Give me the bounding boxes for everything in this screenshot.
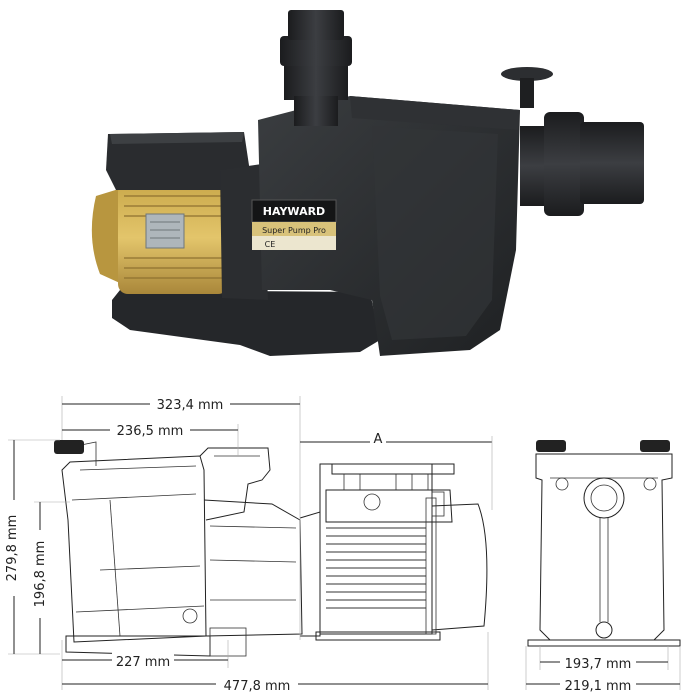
side-union-pipe [520, 112, 644, 216]
brand-label: HAYWARD [263, 205, 325, 218]
ce-mark: CE [265, 240, 276, 249]
dim-base-length: 227 mm [116, 655, 170, 670]
top-union-pipe [280, 10, 352, 126]
side-motor-section [299, 463, 488, 641]
side-lid-knob [54, 440, 84, 454]
dim-total-length: 477,8 mm [224, 679, 291, 694]
motor-nameplate [145, 213, 185, 249]
dim-mid-length: 236,5 mm [117, 424, 184, 439]
dimension-lines [8, 396, 681, 690]
pump-photo: HAYWARD Super Pump Pro CE [91, 10, 644, 356]
lid-knob [501, 67, 553, 108]
brand-plate: HAYWARD Super Pump Pro CE [251, 199, 337, 250]
terminal-box [106, 132, 250, 190]
dim-end-width-outer: 219,1 mm [565, 679, 632, 694]
side-view-drawing [54, 440, 488, 657]
end-view-drawing [527, 440, 681, 647]
dimension-labels: 279,8 mm 196,8 mm 323,4 mm 236,5 mm A 22… [2, 394, 636, 694]
dim-overall-height: 279,8 mm [5, 515, 20, 582]
dim-top-length: 323,4 mm [157, 398, 224, 413]
strainer-housing [258, 96, 520, 356]
dim-suction-height: 196,8 mm [33, 541, 48, 608]
motor-body [91, 182, 228, 294]
dim-motor-length: A [374, 432, 383, 447]
model-label: Super Pump Pro [262, 226, 326, 235]
dim-end-width-inner: 193,7 mm [565, 657, 632, 672]
